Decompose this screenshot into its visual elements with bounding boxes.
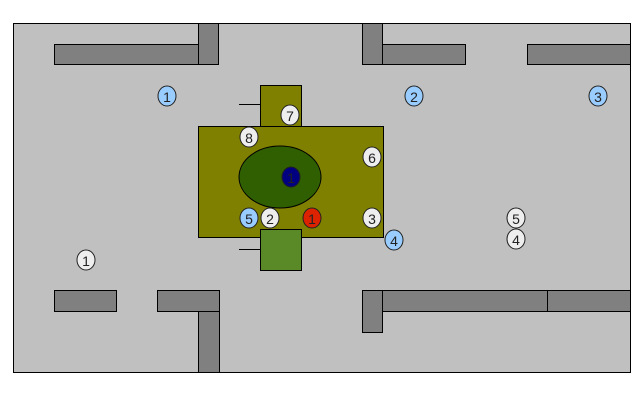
marker-circle [281, 166, 301, 188]
marker-circle [404, 85, 424, 107]
navy-marker-1: 1 [281, 166, 301, 188]
wall [362, 23, 383, 65]
marker-circle [76, 249, 96, 271]
white-marker-5: 5 [506, 207, 526, 229]
marker-circle [280, 104, 300, 126]
wall [382, 44, 466, 65]
marker-circle [506, 228, 526, 250]
marker-label: 4 [390, 233, 398, 249]
walls [54, 23, 631, 373]
marker-circle [384, 229, 404, 251]
red-marker-1: 1 [302, 207, 322, 229]
marker-circle [362, 146, 382, 168]
marker-circle [157, 85, 177, 107]
wall [382, 290, 548, 312]
marker-label: 2 [410, 89, 418, 105]
blue-marker-3: 3 [588, 85, 608, 107]
marker-label: 3 [594, 89, 602, 105]
white-marker-1: 1 [76, 249, 96, 271]
wall [198, 23, 219, 65]
marker-label: 2 [266, 211, 274, 227]
marker-label: 5 [245, 211, 253, 227]
marker-label: 4 [512, 232, 520, 248]
bottom-box [260, 229, 302, 271]
blue-marker-1: 1 [157, 85, 177, 107]
blue-marker-2: 2 [404, 85, 424, 107]
wall [54, 44, 199, 65]
marker-label: 7 [286, 108, 294, 124]
wall [157, 290, 220, 312]
marker-circle [302, 207, 322, 229]
marker-circle [506, 207, 526, 229]
marker-label: 1 [82, 253, 90, 269]
marker-circle [239, 207, 259, 229]
white-marker-3: 3 [362, 207, 382, 229]
white-marker-6: 6 [362, 146, 382, 168]
marker-label: 1 [308, 211, 316, 227]
white-marker-8: 8 [239, 126, 259, 148]
blue-marker-5: 5 [239, 207, 259, 229]
marker-circle [239, 126, 259, 148]
wall [527, 44, 631, 65]
wall [54, 290, 117, 312]
wall [198, 311, 220, 373]
marker-circle [588, 85, 608, 107]
wall [547, 290, 631, 312]
marker-label: 3 [368, 211, 376, 227]
marker-label: 6 [368, 150, 376, 166]
wall [362, 290, 383, 333]
marker-label: 1 [287, 170, 295, 186]
marker-circle [362, 207, 382, 229]
marker-circle [260, 207, 280, 229]
marker-label: 8 [245, 130, 253, 146]
white-marker-7: 7 [280, 104, 300, 126]
center-ellipse [238, 145, 322, 209]
marker-label: 1 [163, 89, 171, 105]
blue-marker-4: 4 [384, 229, 404, 251]
white-marker-4: 4 [506, 228, 526, 250]
marker-label: 5 [512, 211, 520, 227]
white-marker-2: 2 [260, 207, 280, 229]
